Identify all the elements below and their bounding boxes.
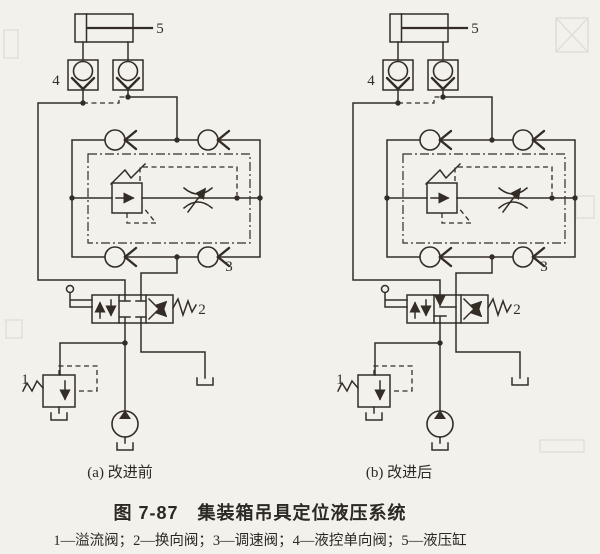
label-relief-a: 1 (21, 372, 29, 388)
label-pilot-check-b: 4 (367, 73, 375, 89)
valve-center-open-to-tank (433, 294, 457, 324)
label-cylinder-b: 5 (471, 21, 479, 37)
label-relief-b: 1 (336, 372, 344, 388)
circuit-after-improvement: 5 4 3 2 1 (336, 14, 577, 450)
figure-legend: 1—溢流阀；2—换向阀；3—调速阀；4—液控单向阀；5—液压缸 (53, 531, 466, 549)
page-bleed-through (3, 16, 595, 453)
label-pilot-check-a: 4 (52, 73, 60, 89)
figure-title: 图 7-87 集装箱吊具定位液压系统 (113, 502, 406, 523)
circuit-before-improvement: 5 4 3 2 1 (21, 14, 262, 450)
valve-center-closed (119, 294, 147, 324)
label-cylinder-a: 5 (156, 21, 164, 37)
label-flow-valve-a: 3 (225, 259, 233, 275)
label-directional-b: 2 (513, 302, 521, 318)
label-flow-valve-b: 3 (540, 259, 548, 275)
panel-a-caption: (a) 改进前 (87, 464, 152, 481)
label-directional-a: 2 (198, 302, 206, 318)
panel-b-caption: (b) 改进后 (366, 464, 432, 481)
